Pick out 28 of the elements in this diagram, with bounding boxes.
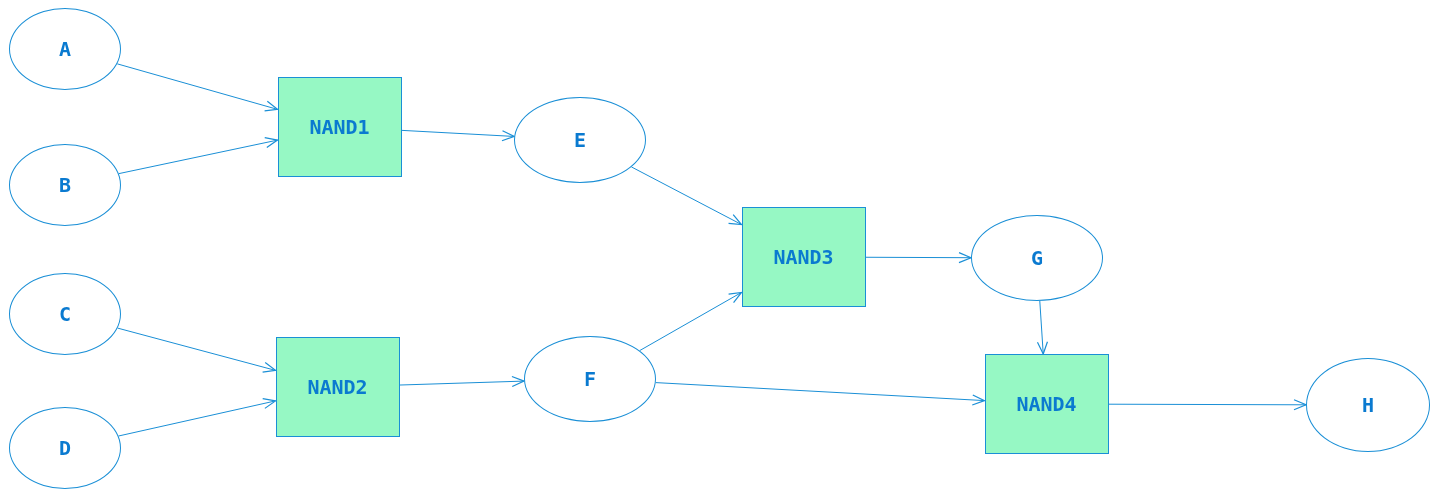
gate-box [277, 77, 402, 177]
arrow [639, 291, 743, 352]
arrow [865, 252, 972, 264]
gate-box [741, 207, 866, 307]
node-label: A [58, 37, 71, 61]
arrow [399, 375, 525, 388]
node-label: B [58, 173, 71, 197]
arrow [118, 137, 279, 175]
node-label: D [58, 436, 71, 460]
node-label: NAND1 [309, 115, 370, 139]
arrow [655, 382, 986, 406]
gate-box [275, 337, 400, 437]
arrow [401, 129, 515, 142]
arrow [118, 398, 277, 437]
arrow [630, 166, 743, 226]
gate-box [984, 354, 1109, 454]
arrow [1036, 300, 1049, 355]
node-label: E [573, 128, 586, 152]
node-label: H [1361, 393, 1374, 417]
node-label: NAND2 [307, 375, 368, 399]
arrow [116, 63, 279, 112]
node-label: C [58, 302, 71, 326]
arrow [1108, 399, 1307, 411]
node-label: G [1030, 246, 1043, 270]
node-label: F [583, 367, 596, 391]
arrow [117, 327, 277, 373]
node-label: NAND4 [1016, 392, 1077, 416]
node-label: NAND3 [773, 245, 834, 269]
